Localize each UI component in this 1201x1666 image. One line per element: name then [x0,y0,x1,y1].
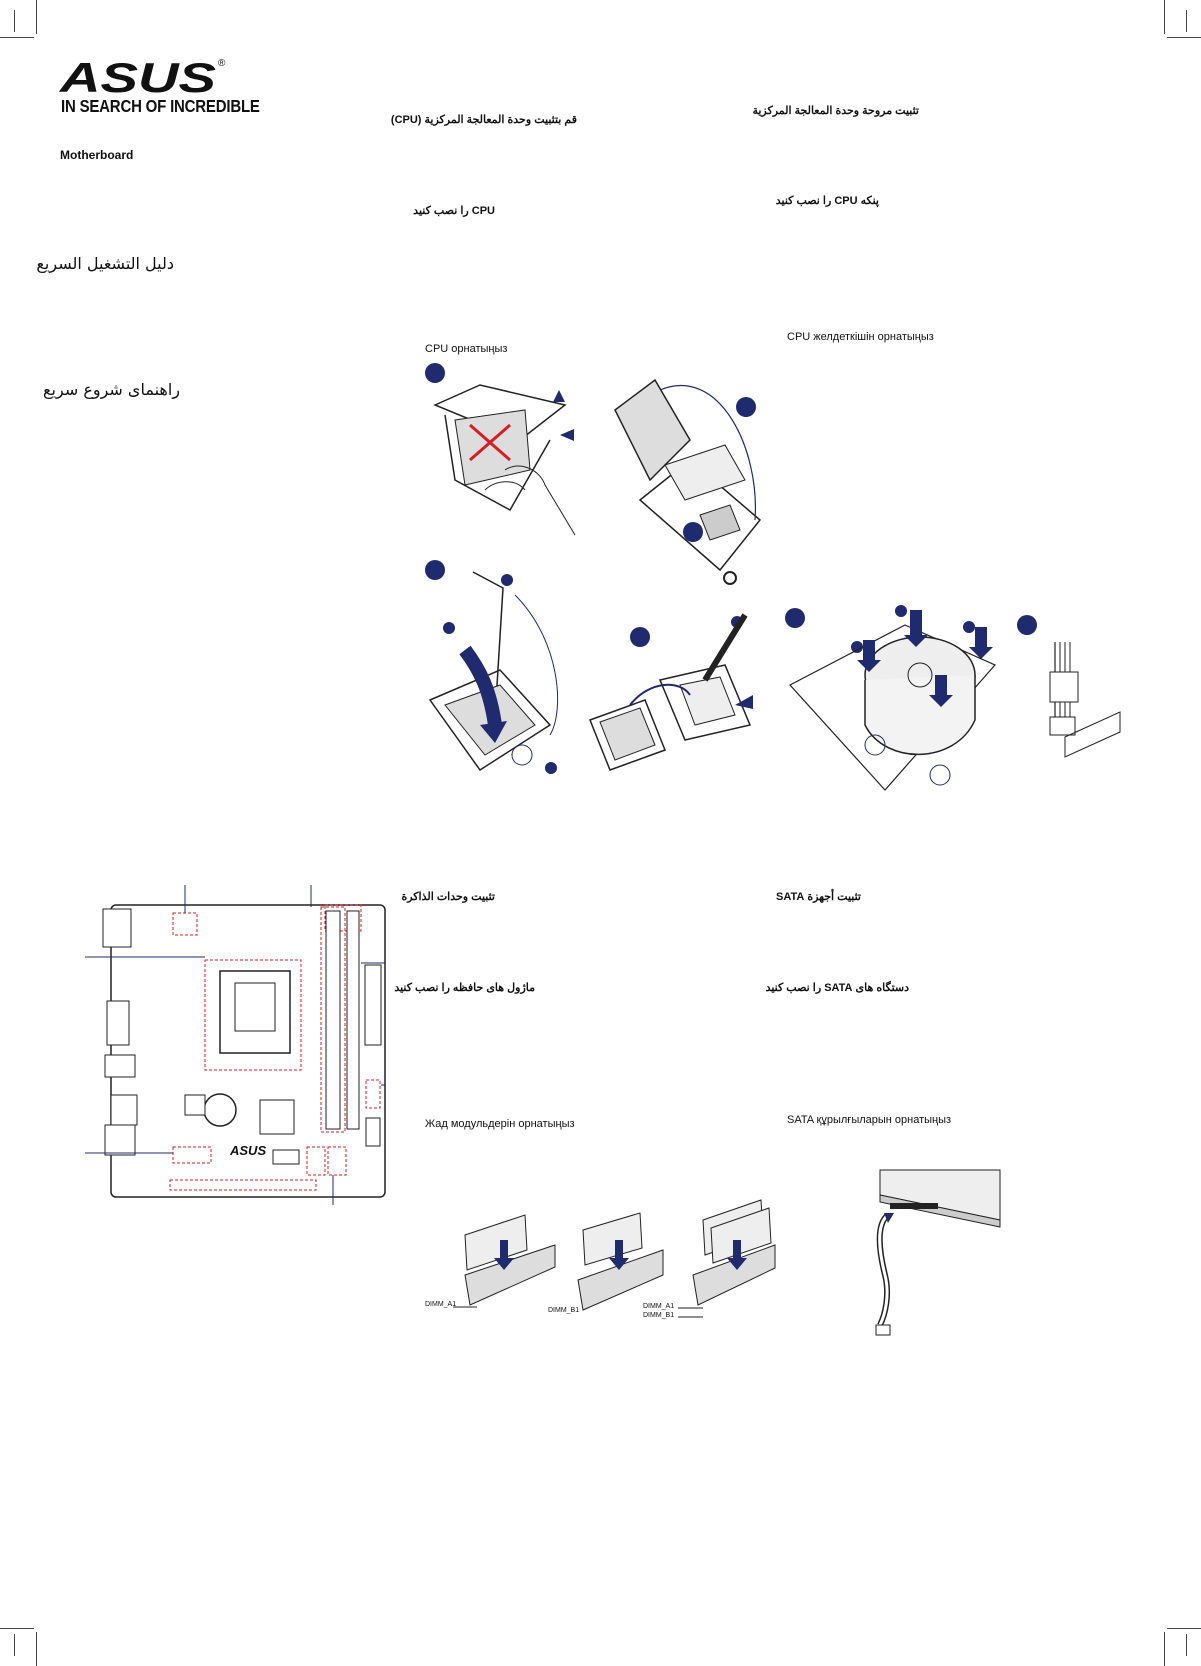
sata-device-illustration [850,1165,1010,1345]
guide-title-persian: راهنمای شروع سریع [43,380,180,399]
memory-illustration-single-b1: DIMM_B1 [548,1195,668,1320]
memory-illustration-single-a1: DIMM_A1 [425,1195,560,1315]
step-number-badge [501,574,513,586]
sata-heading-persian: دستگاه های SATA را نصب کنید [765,982,909,994]
step-number-badge [443,622,455,634]
memory-heading-kazakh: Жад модульдерін орнатыңыз [425,1118,575,1130]
fan-heading-kazakh: CPU желдеткішін орнатыңыз [787,331,934,343]
motherboard-layout-diagram: ASUS [85,885,386,1205]
step-number-badge [963,621,975,633]
fan-heading-persian: پنکه CPU را نصب کنید [775,195,879,207]
step-number-badge [895,605,907,617]
step-number-badge [1017,615,1037,635]
step-number-badge [630,627,650,647]
cpu-illustration-step2 [610,370,770,590]
step-number-badge [425,363,445,383]
fan-heading-arabic: تثبيت مروحة وحدة المعالجة المركزية [752,105,919,117]
cpu-fan-illustration [785,605,1000,795]
step-number-badge [736,397,756,417]
step-number-badge [425,560,445,580]
board-asus-logo: ASUS [230,1143,267,1158]
dimm-slot-label: DIMM_A1 [425,1301,457,1308]
fan-connector-illustration [1010,612,1121,762]
asus-logo: ASUS ® [59,54,230,101]
cpu-heading-arabic: قم بتثبيت وحدة المعالجة المركزية (CPU) [390,114,577,126]
cpu-illustration-step4 [585,610,770,780]
step-number-badge [851,641,863,653]
cpu-heading-persian: CPU را نصب کنید [413,205,495,217]
memory-heading-arabic: تثبيت وحدات الذاكرة [401,891,495,903]
step-number-badge [683,522,703,542]
guide-title-arabic: دليل التشغيل السريع [36,254,174,273]
cpu-illustration-step1 [425,360,615,540]
dimm-slot-label: DIMM_B1 [643,1312,675,1319]
memory-heading-persian: ماژول های حافظه را نصب کنید [394,982,535,994]
product-label: Motherboard [60,148,134,162]
sata-heading-arabic: تثبيت أجهزة SATA [775,891,861,903]
step-number-badge [545,762,557,774]
dimm-slot-label: DIMM_A1 [643,1303,675,1310]
asus-logo-text: ASUS [59,54,216,101]
dimm-slot-label: DIMM_B1 [548,1307,580,1314]
cpu-illustration-step3 [425,560,585,790]
cpu-heading-kazakh: CPU орнатыңыз [425,343,508,355]
registered-mark: ® [218,58,226,69]
memory-illustration-dual: DIMM_A1 DIMM_B1 [643,1180,778,1320]
step-number-badge [785,608,805,628]
sata-heading-kazakh: SATA құрылғыларын орнатыңыз [787,1114,952,1126]
brand-tagline: IN SEARCH OF INCREDIBLE [61,97,260,117]
